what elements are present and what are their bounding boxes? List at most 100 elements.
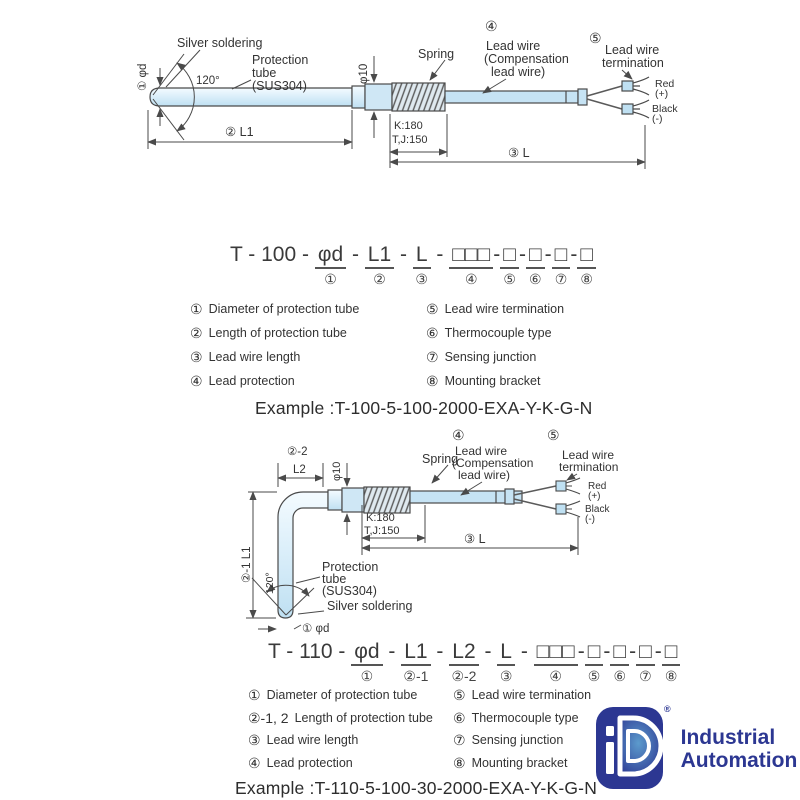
code-segment: □⑧ [661,640,681,684]
angle-dim: 120° [264,572,276,594]
red-label: Red [588,481,606,492]
lead-wire-label: Lead wire [455,444,507,458]
l-dim: ③ L [464,532,486,546]
logo-line-1: Industrial [680,726,776,749]
logo-wordmark: Industrial Automation [681,726,798,772]
logo-mark-icon [596,707,664,789]
terminal-lugs [555,477,581,518]
spring-length-k: K:180 [394,120,423,132]
spring-length-tj: T,J:150 [364,525,399,537]
terminal-lugs [621,76,650,119]
example-code-1: Example :T-100-5-100-2000-EXA-Y-K-G-N [255,398,593,418]
terminal-black-fork [632,99,650,119]
silver-soldering-label: Silver soldering [177,36,263,50]
termination-label: termination [602,56,664,70]
protection-tube-label: tube [322,572,346,586]
ferrule-shape [327,489,343,511]
code-segment: □⑥ [610,640,630,684]
l1-dim: ② L1 [225,125,254,139]
company-logo: ® Industrial Automation [594,704,797,792]
terminal-black [621,103,634,115]
code-segment: □⑦ [636,640,655,684]
cable-end-shape [577,88,588,106]
spring-shape [363,486,411,514]
terminal-red [621,80,634,92]
phi-10-dim: φ10 [358,64,370,84]
code-segment: □⑧ [577,243,596,287]
phi-d-dim: ① φd [302,623,329,635]
hex-body-shape [364,83,393,111]
termination-num: ⑤ [547,427,560,443]
spring-label: Spring [422,452,458,466]
spring-label: Spring [418,47,454,61]
example-code-2: Example :T-110-5-100-30-2000-EXA-Y-K-G-N [235,778,598,798]
black-sign: (-) [652,113,663,125]
code-segment: □⑤ [500,243,519,287]
terminal-red-fork [565,477,581,495]
termination-label: Lead wire [605,43,659,57]
ferrule-shape [351,85,366,109]
l-dim: ③ L [508,146,530,160]
silver-soldering-label: Silver soldering [327,599,413,613]
leader-lines [293,464,578,630]
l1-dim: ②-1 L1 [241,546,253,583]
protection-tube-label: Protection [252,53,308,67]
cable-end-shape [504,488,515,505]
code-segment: □□□④ [449,243,494,287]
termination-group [513,485,557,510]
terminal-black-fork [565,500,581,518]
dimension-lines [246,463,579,633]
lead-cable-shape [444,90,579,104]
dimension-lines [147,53,646,169]
spring-shape [391,82,446,112]
code-segment: □⑥ [525,243,545,287]
code-segment: □□□④ [533,640,578,684]
protection-tube-label: tube [252,66,276,80]
angle-dim: 120° [196,75,220,87]
spring-length-tj: T,J:150 [392,134,427,146]
lead-wire-label: (Compensation [452,456,533,470]
termination-num: ⑤ [589,30,602,46]
termination-label: Lead wire [562,448,614,462]
lead-wire-label: Lead wire [486,39,540,53]
l2-dim: L2 [293,464,306,476]
black-sign: (-) [585,514,595,525]
code-segment: □⑤ [584,640,604,684]
red-sign: (+) [588,491,601,502]
protection-tube-label: Protection [322,560,378,574]
angled-probe-drawing: ②-2 L2 φ10 Spring ④ Lead wire (Compensat… [241,427,618,635]
black-label: Black [585,504,610,515]
registered-mark: ® [664,704,671,714]
lead-wire-label: (Compensation [484,52,569,66]
red-label: Red [655,78,674,90]
black-label: Black [652,103,678,115]
probe-body-group [149,82,588,112]
model-prefix: T - 110 [268,640,333,663]
lead-wire-num: ④ [485,18,498,34]
phi-10-dim: φ10 [331,462,343,481]
lead-wire-num: ④ [452,427,465,443]
lead-wire-label: lead wire) [458,468,510,482]
